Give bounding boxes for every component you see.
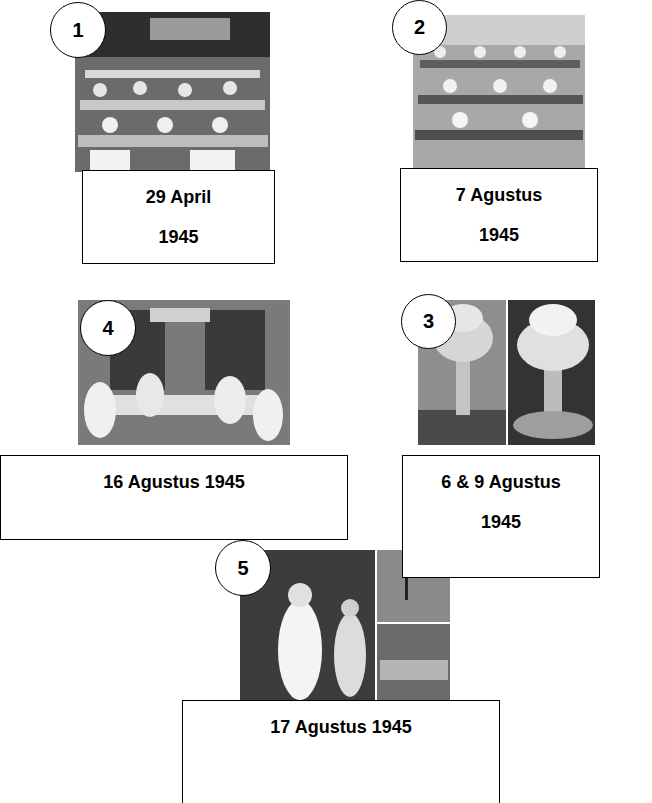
number-circle: 3 [401,294,456,349]
callout-number: 4 [102,317,113,340]
date-text: 7 Agustus 1945 [442,175,557,255]
date-text: 6 & 9 Agustus 1945 [431,462,571,542]
number-circle: 1 [50,2,106,58]
number-circle: 5 [215,540,271,596]
date-text: 29 April 1945 [131,177,226,257]
date-box: 17 Agustus 1945 [182,700,500,803]
callout-number: 2 [414,16,425,39]
date-box: 29 April 1945 [82,170,275,264]
date-text: 16 Agustus 1945 [9,462,339,502]
number-circle: 4 [80,300,136,356]
photo-room [78,300,290,445]
date-box: 6 & 9 Agustus 1945 [402,455,600,578]
callout-number: 3 [423,310,434,333]
date-text: 17 Agustus 1945 [191,707,491,747]
date-box: 7 Agustus 1945 [400,168,598,262]
callout-number: 5 [237,557,248,580]
number-circle: 2 [392,0,447,55]
callout-number: 1 [72,19,83,42]
date-box: 16 Agustus 1945 [0,455,348,540]
